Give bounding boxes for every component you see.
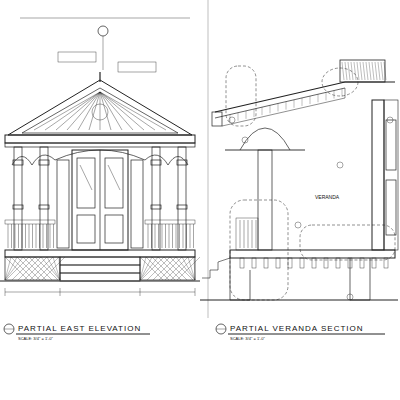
scale-note: SCALE: 3/4" = 1'-0" (230, 337, 265, 341)
scale-note: SCALE: 3/4" = 1'-0" (18, 337, 53, 341)
drawing-title: PARTIAL VERANDA SECTION (230, 325, 364, 333)
drawing-title: PARTIAL EAST ELEVATION (18, 325, 141, 333)
room-label: VERANDA (315, 195, 339, 200)
